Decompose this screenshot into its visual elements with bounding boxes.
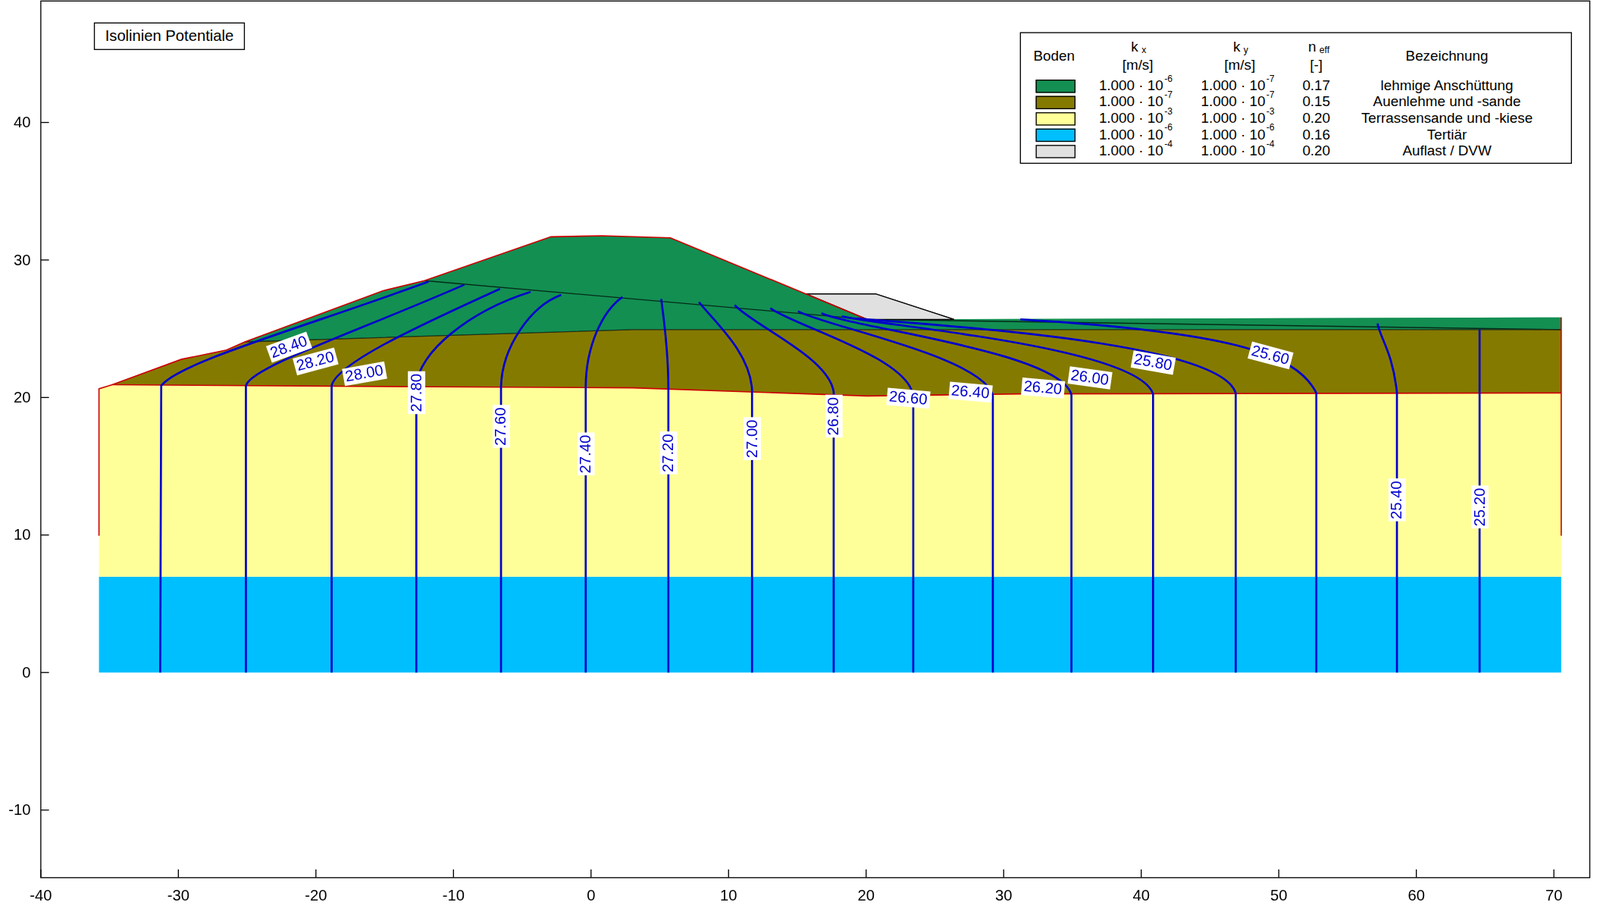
legend-header: [m/s] <box>1122 57 1154 74</box>
x-tick-label: 60 <box>1407 887 1425 905</box>
y-tick-label: 0 <box>21 663 31 681</box>
legend-text: Auenlehme und -sande <box>1373 93 1522 110</box>
y-tick-label: 40 <box>13 113 31 131</box>
legend-kx-exponent: -3 <box>1164 106 1173 117</box>
legend-text: lehmige Anschüttung <box>1380 78 1514 94</box>
y-tick-label: 30 <box>13 251 31 269</box>
legend-header: Boden <box>1033 48 1075 65</box>
legend-header-sub: eff <box>1319 46 1330 57</box>
legend-ky-value: 1.000 · 10 <box>1201 110 1266 127</box>
x-tick-label: -30 <box>167 887 190 905</box>
legend-swatch <box>1035 144 1076 159</box>
legend-kx-exponent: -6 <box>1164 123 1173 134</box>
x-tick-label: 30 <box>995 887 1012 905</box>
legend-neff-value: 0.20 <box>1302 143 1331 160</box>
legend-header-sub: x <box>1141 46 1146 57</box>
isoline-value: 27.60 <box>492 405 510 448</box>
legend-ky-exponent: -3 <box>1266 106 1275 117</box>
legend-header: [-] <box>1309 57 1323 74</box>
plot-frame <box>40 0 1591 877</box>
x-tick-label: 10 <box>720 887 737 905</box>
isoline-value: 27.00 <box>743 417 761 461</box>
legend-kx-value: 1.000 · 10 <box>1099 78 1164 94</box>
legend-kx-value: 1.000 · 10 <box>1099 93 1164 110</box>
isoline-value: 27.80 <box>407 371 425 414</box>
legend-swatch <box>1035 79 1076 94</box>
legend-ky-value: 1.000 · 10 <box>1201 126 1266 143</box>
legend-ky-value: 1.000 · 10 <box>1201 78 1266 94</box>
y-tick-label: 20 <box>13 388 31 406</box>
isoline-value: 27.40 <box>577 432 595 476</box>
legend-kx-exponent: -4 <box>1164 140 1173 151</box>
potential-isolines <box>159 281 1480 674</box>
model-boundary <box>99 235 1562 536</box>
legend-header: n <box>1308 39 1316 56</box>
isoline-value: 25.20 <box>1471 485 1488 529</box>
isoline-value: 25.40 <box>1388 479 1406 522</box>
legend-ky-value: 1.000 · 10 <box>1201 93 1266 110</box>
isoline-value: 26.20 <box>1020 377 1065 398</box>
legend-header: Bezeichnung <box>1405 48 1489 65</box>
isoline-value: 27.20 <box>660 432 677 475</box>
x-tick-label: 0 <box>586 887 595 905</box>
legend-neff-value: 0.20 <box>1302 110 1331 127</box>
x-tick-label: -10 <box>442 887 465 905</box>
legend-ky-exponent: -7 <box>1266 74 1275 85</box>
legend-kx-exponent: -7 <box>1164 90 1173 101</box>
legend-neff-value: 0.17 <box>1302 78 1331 94</box>
terrassensand-layer <box>99 385 1562 577</box>
legend-kx-exponent: -6 <box>1164 74 1173 85</box>
legend-kx-value: 1.000 · 10 <box>1099 110 1164 127</box>
y-tick-label: -10 <box>8 801 31 819</box>
x-tick-label: -40 <box>29 887 52 905</box>
isoline-value: 26.80 <box>825 394 843 438</box>
legend-kx-value: 1.000 · 10 <box>1099 126 1164 143</box>
legend-ky-exponent: -7 <box>1266 90 1275 101</box>
x-tick-label: 70 <box>1545 887 1563 905</box>
legend-swatch <box>1035 112 1076 126</box>
legend-ky-exponent: -6 <box>1266 123 1275 134</box>
legend-text: Auflast / DVW <box>1402 143 1491 160</box>
legend-neff-value: 0.16 <box>1302 126 1331 143</box>
legend-swatch <box>1035 96 1076 110</box>
isoline-value: 26.60 <box>886 388 930 409</box>
legend-neff-value: 0.15 <box>1302 93 1331 110</box>
title-box: Isolinien Potentiale <box>93 22 245 51</box>
x-tick-label: 20 <box>857 887 875 905</box>
legend-header: k <box>1130 39 1138 56</box>
legend-kx-value: 1.000 · 10 <box>1099 143 1164 160</box>
legend-swatch <box>1035 128 1076 143</box>
legend-ky-value: 1.000 · 10 <box>1201 143 1266 160</box>
legend-header: k <box>1233 39 1240 56</box>
x-tick-label: 50 <box>1270 887 1287 905</box>
legend-header: [m/s] <box>1224 57 1256 74</box>
legend-ky-exponent: -4 <box>1266 140 1275 151</box>
y-tick-label: 10 <box>13 526 31 544</box>
legend-text: Terrassensande und -kiese <box>1361 110 1533 127</box>
x-tick-label: -20 <box>304 887 327 905</box>
tertiaer-layer <box>99 576 1562 674</box>
legend-frame <box>1020 32 1572 163</box>
x-tick-label: 40 <box>1132 887 1150 905</box>
legend-text: Tertiär <box>1427 126 1467 143</box>
legend-header-sub: y <box>1243 46 1249 57</box>
isoline-value: 26.40 <box>948 381 993 402</box>
